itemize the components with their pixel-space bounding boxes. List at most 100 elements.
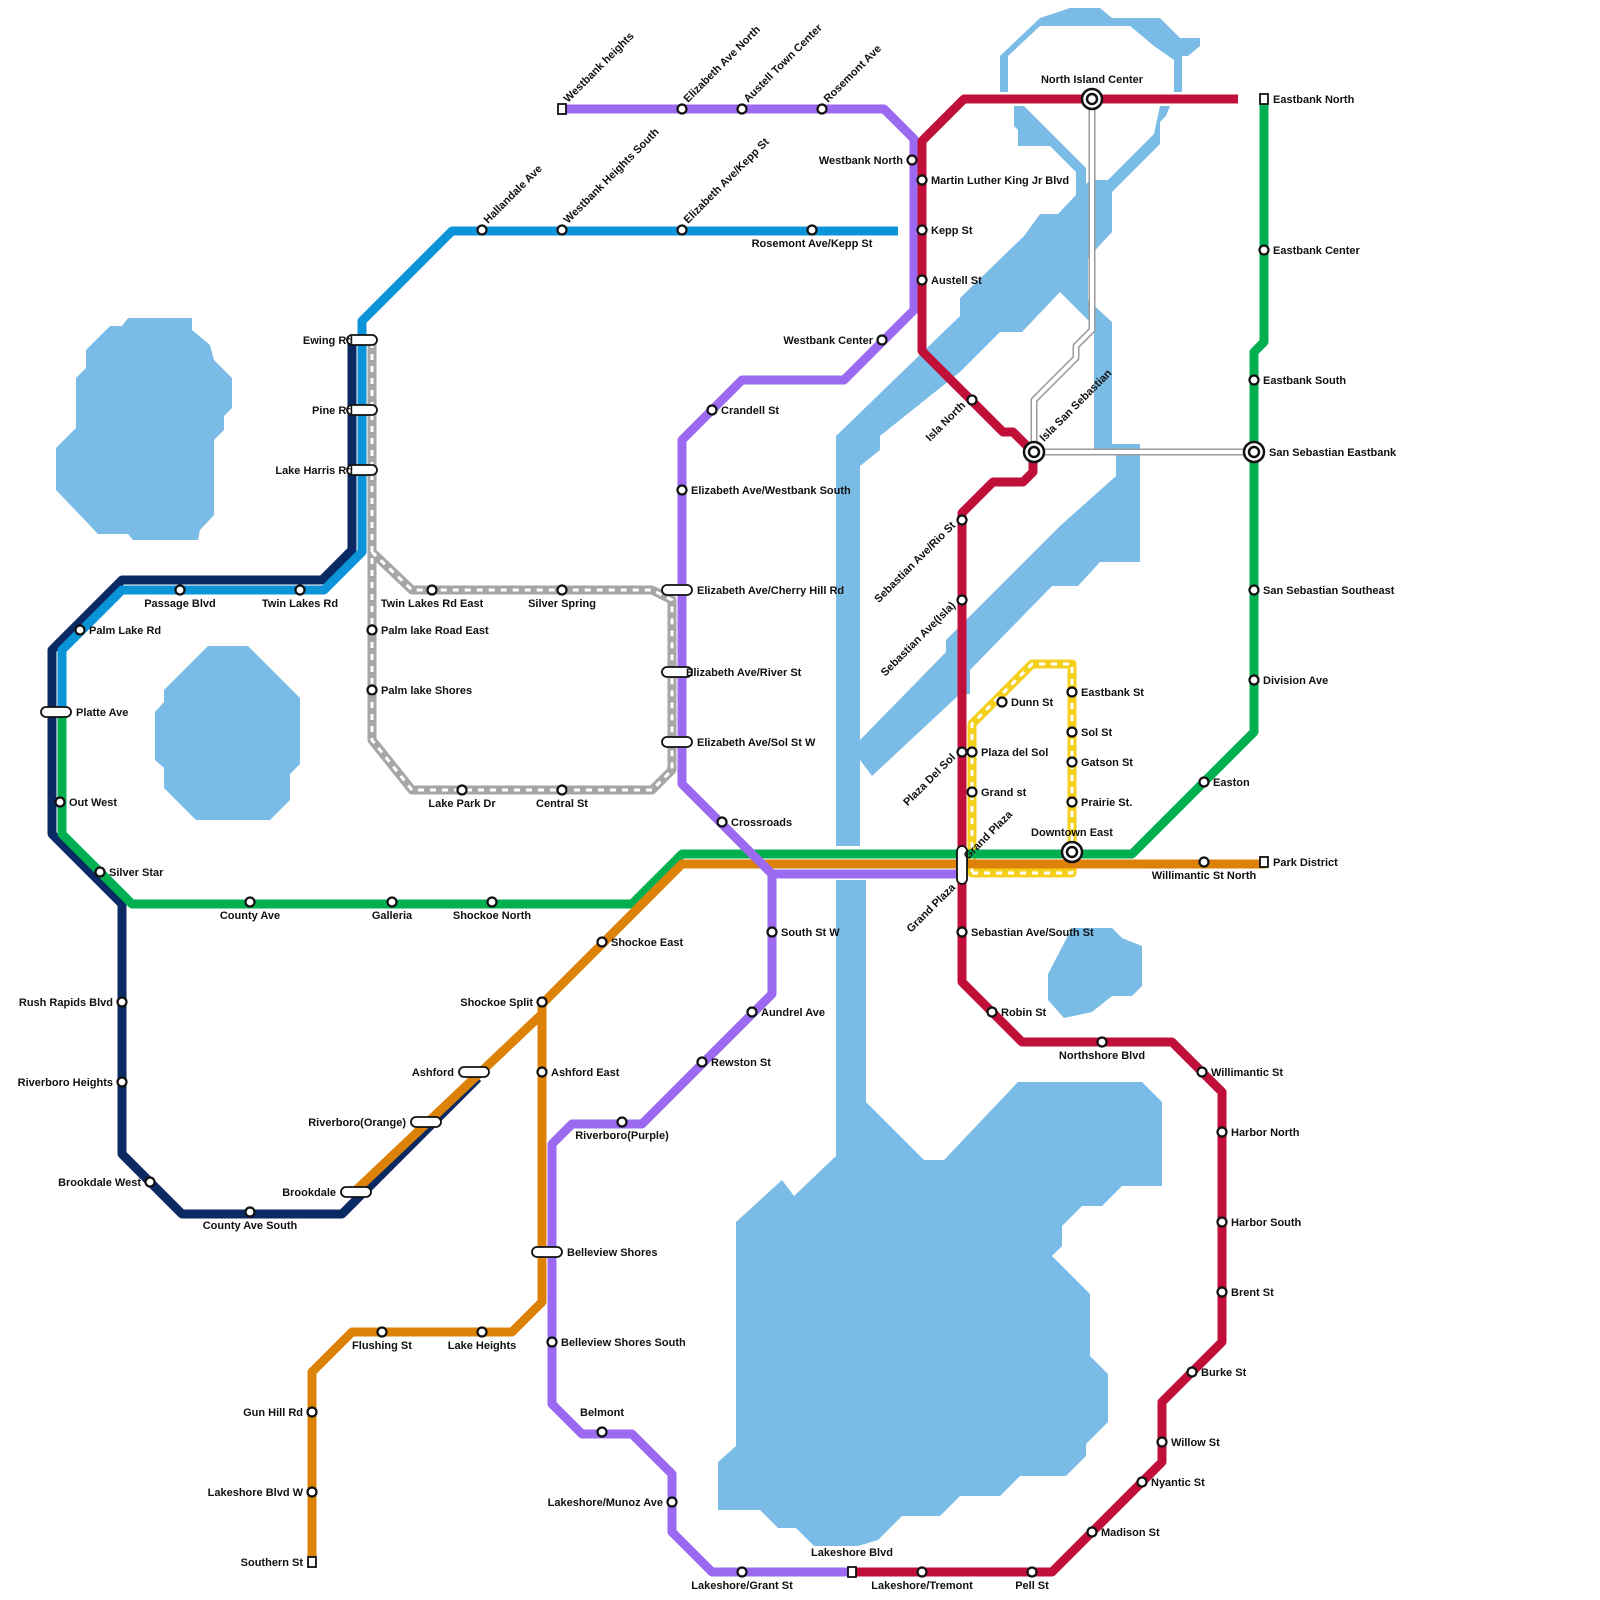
station-easton[interactable] bbox=[1198, 776, 1210, 788]
station-lakeshore-blvd-w[interactable] bbox=[306, 1486, 318, 1498]
station-shockoe-split[interactable] bbox=[536, 996, 548, 1008]
station-elizabeth-ave-river-st[interactable] bbox=[661, 666, 693, 678]
station-belleview-shores-south[interactable] bbox=[546, 1336, 558, 1348]
station-eastbank-center[interactable] bbox=[1258, 244, 1270, 256]
station-out-west[interactable] bbox=[54, 796, 66, 808]
station-riverboro-purple[interactable] bbox=[616, 1116, 628, 1128]
station-martin-luther-king[interactable] bbox=[916, 174, 928, 186]
station-willow-st[interactable] bbox=[1156, 1436, 1168, 1448]
station-prairie-st[interactable] bbox=[1066, 796, 1078, 808]
station-plaza-del-sol-r[interactable] bbox=[956, 746, 968, 758]
station-elizabeth-ave-north[interactable] bbox=[676, 103, 688, 115]
station-robin-st[interactable] bbox=[986, 1006, 998, 1018]
station-madison-st[interactable] bbox=[1086, 1526, 1098, 1538]
station-belleview-shores[interactable] bbox=[531, 1246, 563, 1258]
station-sebastian-ave-south-st[interactable] bbox=[956, 926, 968, 938]
station-sebastian-ave-rio-st[interactable] bbox=[956, 514, 968, 526]
station-lake-heights[interactable] bbox=[476, 1326, 488, 1338]
station-southern-st[interactable] bbox=[307, 1556, 317, 1568]
station-rush-rapids-blvd[interactable] bbox=[116, 996, 128, 1008]
station-south-st-w[interactable] bbox=[766, 926, 778, 938]
station-pell-st[interactable] bbox=[1026, 1566, 1038, 1578]
station-eastbank-north[interactable] bbox=[1259, 93, 1269, 105]
station-platte-ave[interactable] bbox=[40, 706, 72, 718]
station-galleria[interactable] bbox=[386, 896, 398, 908]
station-elizabeth-ave-kepp-st[interactable] bbox=[676, 224, 688, 236]
station-lakeshore-blvd[interactable] bbox=[847, 1566, 857, 1578]
station-burke-st[interactable] bbox=[1186, 1366, 1198, 1378]
station-silver-spring[interactable] bbox=[556, 584, 568, 596]
station-elizabeth-ave-sol-st-w[interactable] bbox=[661, 736, 693, 748]
station-central-st[interactable] bbox=[556, 784, 568, 796]
station-silver-star[interactable] bbox=[94, 866, 106, 878]
station-willimantic-st[interactable] bbox=[1196, 1066, 1208, 1078]
station-harbor-north[interactable] bbox=[1216, 1126, 1228, 1138]
station-eastbank-south[interactable] bbox=[1248, 374, 1260, 386]
station-lake-harris-rd[interactable] bbox=[346, 464, 378, 476]
station-downtown-east[interactable] bbox=[1060, 840, 1084, 864]
station-westbank-heights-south[interactable] bbox=[556, 224, 568, 236]
station-grand-plaza-n[interactable] bbox=[956, 845, 968, 885]
station-ashford-east[interactable] bbox=[536, 1066, 548, 1078]
station-crossroads[interactable] bbox=[716, 816, 728, 828]
station-elizabeth-ave-cherry-hill-rd[interactable] bbox=[661, 584, 693, 596]
station-brent-st[interactable] bbox=[1216, 1286, 1228, 1298]
station-aundrel-ave[interactable] bbox=[746, 1006, 758, 1018]
station-flushing-st[interactable] bbox=[376, 1326, 388, 1338]
station-willimantic-st-north[interactable] bbox=[1198, 856, 1210, 868]
station-passage-blvd[interactable] bbox=[174, 584, 186, 596]
station-rosemont-ave[interactable] bbox=[816, 103, 828, 115]
station-ewing-rd[interactable] bbox=[346, 334, 378, 346]
station-marker bbox=[557, 103, 567, 115]
station-dunn-st[interactable] bbox=[996, 696, 1008, 708]
station-brookdale[interactable] bbox=[340, 1186, 372, 1198]
station-riverboro-heights[interactable] bbox=[116, 1076, 128, 1088]
station-gatson-st[interactable] bbox=[1066, 756, 1078, 768]
station-eastbank-st[interactable] bbox=[1066, 686, 1078, 698]
station-rosemont-ave-kepp-st[interactable] bbox=[806, 224, 818, 236]
station-northshore-blvd[interactable] bbox=[1096, 1036, 1108, 1048]
station-austell-st[interactable] bbox=[916, 274, 928, 286]
station-plaza-del-sol-y[interactable] bbox=[966, 746, 978, 758]
station-sol-st[interactable] bbox=[1066, 726, 1078, 738]
station-isla-north[interactable] bbox=[966, 394, 978, 406]
station-kepp-st[interactable] bbox=[916, 224, 928, 236]
station-crandell-st[interactable] bbox=[706, 404, 718, 416]
station-pine-rd[interactable] bbox=[346, 404, 378, 416]
station-isla-san-sebastian[interactable] bbox=[1022, 440, 1046, 464]
station-north-island-center[interactable] bbox=[1080, 87, 1104, 111]
station-lake-park-dr[interactable] bbox=[456, 784, 468, 796]
station-harbor-south[interactable] bbox=[1216, 1216, 1228, 1228]
station-rewston-st[interactable] bbox=[696, 1056, 708, 1068]
station-lakeshore-munoz-ave[interactable] bbox=[666, 1496, 678, 1508]
station-twin-lakes-rd[interactable] bbox=[294, 584, 306, 596]
station-grand-st[interactable] bbox=[966, 786, 978, 798]
station-westbank-heights[interactable] bbox=[557, 103, 567, 115]
station-westbank-north[interactable] bbox=[906, 154, 918, 166]
station-palm-lake-road-east[interactable] bbox=[366, 624, 378, 636]
station-county-ave-south[interactable] bbox=[244, 1206, 256, 1218]
station-palm-lake-shores[interactable] bbox=[366, 684, 378, 696]
station-hallandale-ave[interactable] bbox=[476, 224, 488, 236]
station-nyantic-st[interactable] bbox=[1136, 1476, 1148, 1488]
station-shockoe-east[interactable] bbox=[596, 936, 608, 948]
station-westbank-center[interactable] bbox=[876, 334, 888, 346]
station-shockoe-north[interactable] bbox=[486, 896, 498, 908]
station-belmont[interactable] bbox=[596, 1426, 608, 1438]
station-palm-lake-rd[interactable] bbox=[74, 624, 86, 636]
station-county-ave[interactable] bbox=[244, 896, 256, 908]
station-ashford[interactable] bbox=[458, 1066, 490, 1078]
station-sebastian-ave-isla[interactable] bbox=[956, 594, 968, 606]
station-san-sebastian-eastbank[interactable] bbox=[1242, 440, 1266, 464]
station-division-ave[interactable] bbox=[1248, 674, 1260, 686]
station-riverboro-orange[interactable] bbox=[410, 1116, 442, 1128]
station-elizabeth-ave-westbank-south[interactable] bbox=[676, 484, 688, 496]
station-gun-hill-rd[interactable] bbox=[306, 1406, 318, 1418]
station-austell-town-center[interactable] bbox=[736, 103, 748, 115]
station-park-district[interactable] bbox=[1259, 856, 1269, 868]
station-brookdale-west[interactable] bbox=[144, 1176, 156, 1188]
station-san-sebastian-southeast[interactable] bbox=[1248, 584, 1260, 596]
station-lakeshore-tremont[interactable] bbox=[916, 1566, 928, 1578]
station-twin-lakes-rd-east[interactable] bbox=[426, 584, 438, 596]
station-lakeshore-grant-st[interactable] bbox=[736, 1566, 748, 1578]
